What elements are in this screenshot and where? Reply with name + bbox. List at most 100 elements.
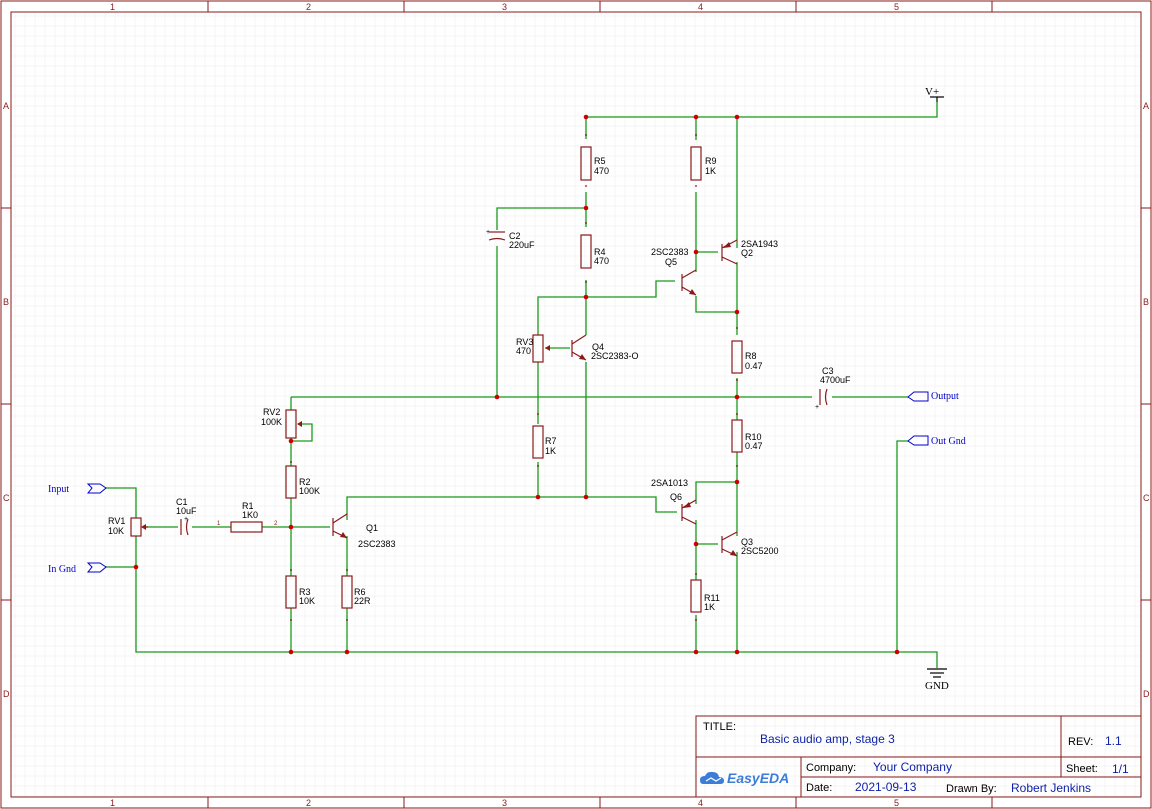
drawn-value: Robert Jenkins [1011,781,1091,795]
rev-value: 1.1 [1105,734,1122,748]
pin-marks [290,134,738,621]
r3-value: 10K [299,596,315,606]
q4-value: 2SC2383-O [591,351,639,361]
frame-row-a-left: A [3,101,9,111]
frame-row-d-right: D [1143,689,1150,699]
port-input[interactable]: Input [48,483,107,495]
r10-ref: R10 [745,432,762,442]
wire-vplus-rail [585,102,938,139]
background-grid [11,12,1141,797]
c3-capacitor[interactable]: + C3 4700uF [815,366,851,411]
q2-transistor[interactable]: 2SA1943 Q2 [721,239,778,265]
c1-value: 10uF [176,506,197,516]
r7-ref: R7 [545,436,557,446]
power-vplus[interactable]: V+ [925,86,944,102]
port-out-gnd-label: Out Gnd [931,436,966,447]
frame-col-1-top: 1 [110,2,115,12]
wire-vas [346,496,677,520]
r9-resistor[interactable]: R9 1K [690,146,717,181]
r10-resistor[interactable]: R10 0.47 [731,419,763,453]
wire-q5-emitter [695,296,737,313]
r11-resistor[interactable]: R11 1K [690,579,720,613]
wire-rv2-wiper [291,423,313,442]
power-gnd[interactable]: GND [925,668,949,692]
q1-ref: Q1 [366,523,378,533]
r5-value: 470 [594,166,609,176]
r4-resistor[interactable]: R4 470 [580,234,609,269]
q2-value: 2SA1943 [741,239,778,249]
port-in-gnd-label: In Gnd [48,564,76,575]
c1-capacitor[interactable]: + C1 10uF [176,497,197,536]
drawn-key: Drawn By: [946,783,997,795]
frame-row-d-left: D [3,689,10,699]
frame-row-a-right: A [1143,101,1149,111]
title-value: Basic audio amp, stage 3 [760,732,895,746]
r5-ref: R5 [594,156,606,166]
port-in-gnd[interactable]: In Gnd [48,562,107,575]
date-value: 2021-09-13 [855,780,917,794]
q6-ref: Q6 [670,492,682,502]
r2-resistor[interactable]: R2 100K [285,465,320,499]
q5-transistor[interactable]: 2SC2383 Q5 [651,247,697,296]
rv3-ref: RV3 [516,337,533,347]
r1-ref: R1 [242,501,254,511]
r5-resistor[interactable]: R5 470 [580,146,609,181]
r3-ref: R3 [299,587,311,597]
wire-q5-base [537,280,675,335]
rv1-value: 10K [108,526,124,536]
c1-plus: + [184,516,188,523]
r8-value: 0.47 [745,361,763,371]
power-gnd-label: GND [925,680,949,692]
c3-ref: C3 [822,366,834,376]
port-output[interactable]: Output [907,391,959,402]
frame-col-1-bottom: 1 [110,798,115,808]
c1-ref: C1 [176,497,188,507]
q3-value: 2SC5200 [741,546,779,556]
r1-value: 1K0 [242,510,258,520]
q5-ref: Q5 [665,257,677,267]
q6-transistor[interactable]: 2SA1013 Q6 [651,478,697,525]
c2-capacitor[interactable]: + C2 220uF [486,229,535,250]
rv1-potentiometer[interactable]: RV1 10K [108,516,148,537]
rv3-potentiometer[interactable]: RV3 470 [516,334,550,363]
r3-resistor[interactable]: R3 10K [285,575,315,609]
r2-value: 100K [299,486,320,496]
r7-value: 1K [545,446,556,456]
port-output-label: Output [931,391,959,402]
logo-text: EasyEDA [727,770,789,786]
net-ports: Input In Gnd Output Out Gnd V+ GND [48,86,966,692]
port-input-label: Input [48,484,69,495]
frame-row-c-left: C [3,493,10,503]
port-out-gnd[interactable]: Out Gnd [907,435,966,447]
r6-ref: R6 [354,587,366,597]
title-block: TITLE: Basic audio amp, stage 3 REV: 1.1… [695,715,1142,798]
r6-resistor[interactable]: R6 22R [341,575,371,609]
c2-value: 220uF [509,240,535,250]
frame-row-b-right: B [1143,297,1149,307]
date-key: Date: [806,782,832,794]
r7-resistor[interactable]: R7 1K [532,425,557,459]
rv2-potentiometer[interactable]: RV2 100K [261,407,302,439]
c3-plus: + [815,404,819,411]
q3-transistor[interactable]: Q3 2SC5200 [721,531,779,557]
frame-col-5-top: 5 [894,2,899,12]
title-key: TITLE: [703,721,736,733]
easyeda-logo: EasyEDA [700,770,789,786]
rv3-value: 470 [516,346,531,356]
frame-col-2-bottom: 2 [306,798,311,808]
c3-value: 4700uF [820,375,851,385]
r11-ref: R11 [704,593,720,603]
r1-resistor[interactable]: 1 2 R1 1K0 [217,501,278,533]
frame-col-4-top: 4 [698,2,703,12]
q3-ref: Q3 [741,537,753,547]
q4-transistor[interactable]: Q4 2SC2383-O [571,334,639,361]
q5-value: 2SC2383 [651,247,689,257]
frame-col-5-bottom: 5 [894,798,899,808]
q1-transistor[interactable]: Q1 2SC2383 [332,513,396,549]
wire-out-gnd [896,440,908,652]
c2-plus: + [486,229,490,236]
components: RV1 10K + C1 10uF 1 2 R1 1K0 RV2 100K [108,146,851,613]
r8-resistor[interactable]: R8 0.47 [731,340,763,374]
r11-value: 1K [704,602,715,612]
